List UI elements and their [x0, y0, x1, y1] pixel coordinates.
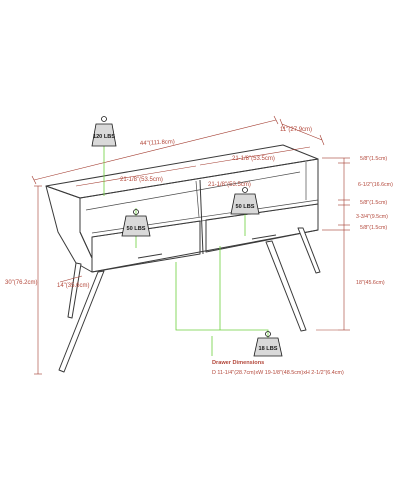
weight-label-right-shelf: 50 LBS	[236, 204, 255, 210]
weight-label-drawer: 18 LBS	[259, 346, 278, 352]
weight-icon-drawer: 18 LBS	[253, 331, 283, 357]
leg-front-right	[265, 240, 307, 332]
center-divider-inner	[195, 180, 200, 218]
weight-label-top: 120 LBS	[93, 134, 115, 140]
shelf-width-right-label: 21-1/8"(53.5cm)	[232, 156, 275, 162]
leg-front-left	[58, 270, 105, 373]
bottom-thickness-label: 5/8"(1.5cm)	[360, 225, 387, 231]
drawer-width-label: 21-1/8"(53.5cm)	[208, 182, 251, 188]
leg-back-left	[67, 262, 82, 319]
overall-width-label: 44"(111.8cm)	[140, 139, 175, 147]
center-divider	[199, 179, 204, 255]
dimension-lines	[31, 115, 350, 375]
drawer-dimensions-note: Drawer Dimensions D 11-1/4"(28.7cm)xW 19…	[212, 360, 344, 376]
weight-label-left-shelf: 50 LBS	[127, 226, 146, 232]
left-drawer-handle	[137, 253, 163, 259]
drawer-note-text: D 11-1/4"(28.7cm)xW 19-1/8"(48.5cm)xH 2-…	[212, 370, 344, 376]
left-side-panel	[45, 185, 93, 273]
cubby-back-edge	[85, 171, 301, 211]
weight-icon-right-shelf: 50 LBS	[230, 187, 260, 215]
tabletop	[45, 144, 319, 199]
leg-height-label: 18"(45.6cm)	[356, 280, 385, 286]
shelf-width-left-label: 21-1/8"(53.5cm)	[120, 177, 163, 183]
dimension-labels: 44"(111.8cm) 11"(27.9cm) 21-1/8"(53.5cm)…	[5, 127, 393, 289]
leg-spread-label: 14"(35.6cm)	[57, 283, 89, 289]
leg-back-right	[297, 227, 321, 274]
overall-height-label: 30"(76.2cm)	[5, 280, 37, 286]
depth-label: 11"(27.9cm)	[280, 127, 312, 133]
weight-icon-top: 120 LBS	[91, 116, 117, 147]
right-drawer-handle	[251, 234, 277, 240]
top-thickness-label: 5/8"(1.5cm)	[360, 156, 387, 162]
weight-icon-left-shelf: 50 LBS	[121, 209, 151, 237]
console-table-drawing	[45, 144, 321, 373]
shelf-thickness-label: 5/8"(1.5cm)	[360, 200, 387, 206]
cubby-height-label: 6-1/2"(16.6cm)	[358, 182, 393, 188]
left-drawer-front	[91, 220, 201, 273]
drawer-height-label: 3-3/4"(9.5cm)	[356, 214, 388, 220]
drawer-note-title: Drawer Dimensions	[212, 360, 264, 366]
